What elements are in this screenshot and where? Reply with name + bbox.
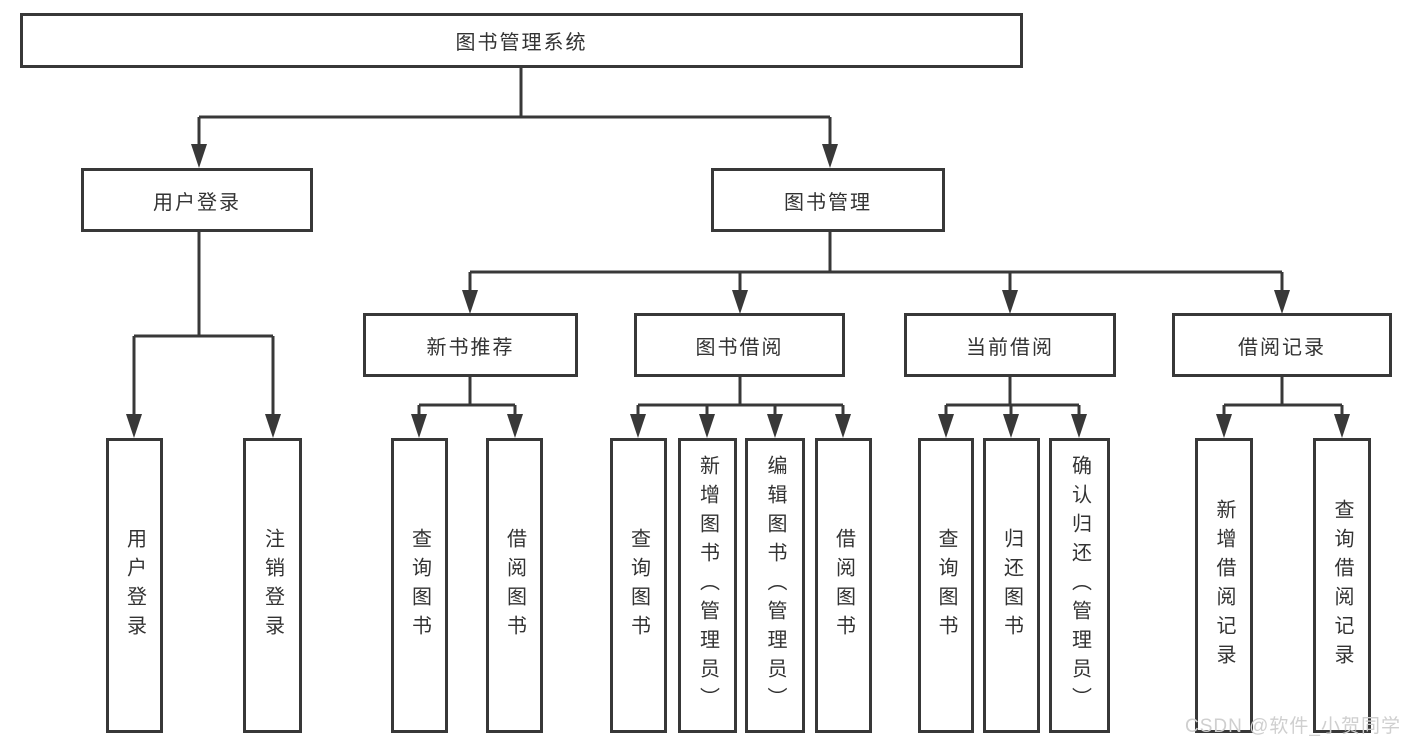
node-current-borrowing: 当前借阅: [904, 313, 1116, 377]
leaf-label: 注销登录: [261, 527, 284, 644]
arrowheads: [126, 144, 1350, 438]
leaf-edit-books-admin: 编辑图书（管理员）: [745, 438, 805, 733]
node-user-login: 用户登录: [81, 168, 313, 232]
leaf-logout: 注销登录: [243, 438, 302, 733]
connector-newrec-to-leaves: [417, 377, 517, 417]
leaf-label: 借阅图书: [832, 527, 855, 644]
node-label: 当前借阅: [966, 336, 1054, 359]
node-label: 图书管理: [784, 191, 872, 214]
leaf-query-books-recommendation: 查询图书: [391, 438, 448, 733]
connector-bookmgmt-to-level3: [468, 232, 1284, 293]
leaf-query-books-borrowing: 查询图书: [610, 438, 667, 733]
connector-record-to-leaves: [1222, 377, 1344, 417]
leaf-return-books: 归还图书: [983, 438, 1040, 733]
node-book-management: 图书管理: [711, 168, 945, 232]
leaf-add-borrowing-record: 新增借阅记录: [1195, 438, 1253, 733]
leaf-borrow-books: 借阅图书: [815, 438, 872, 733]
leaf-label: 查询图书: [935, 527, 957, 644]
leaf-label: 编辑图书（管理员）: [764, 455, 786, 716]
connector-userlogin-to-leaves: [132, 232, 275, 417]
leaf-confirm-return-admin: 确认归还（管理员）: [1049, 438, 1110, 733]
node-new-book-recommendation: 新书推荐: [363, 313, 578, 377]
leaf-user-login: 用户登录: [106, 438, 163, 733]
node-label: 新书推荐: [426, 336, 515, 359]
connector-root-to-level2: [197, 68, 832, 147]
leaf-query-books-current: 查询图书: [918, 438, 974, 733]
node-label: 用户登录: [153, 191, 241, 214]
node-label: 图书管理系统: [455, 32, 588, 54]
node-book-borrowing: 图书借阅: [634, 313, 845, 377]
node-library-management-system: 图书管理系统: [20, 13, 1023, 68]
node-borrowing-records: 借阅记录: [1172, 313, 1392, 377]
node-label: 图书借阅: [695, 336, 784, 359]
leaf-label: 查询借阅记录: [1331, 498, 1353, 673]
leaf-label: 确认归还（管理员）: [1068, 455, 1091, 716]
leaf-label: 借阅图书: [503, 527, 526, 644]
leaf-label: 新增借阅记录: [1213, 498, 1235, 673]
leaf-label: 用户登录: [123, 527, 146, 644]
leaf-query-borrowing-record: 查询借阅记录: [1313, 438, 1371, 733]
connector-bookborrow-to-leaves: [636, 377, 845, 417]
leaf-label: 查询图书: [627, 527, 650, 644]
node-label: 借阅记录: [1238, 336, 1326, 359]
leaf-borrow-books-recommendation: 借阅图书: [486, 438, 543, 733]
leaf-label: 归还图书: [1000, 527, 1023, 644]
leaf-label: 新增图书（管理员）: [696, 455, 719, 716]
leaf-label: 查询图书: [408, 527, 431, 644]
csdn-watermark: CSDN @软件_小贺同学: [1185, 716, 1401, 737]
leaf-add-books-admin: 新增图书（管理员）: [678, 438, 737, 733]
connector-current-to-leaves: [944, 377, 1081, 417]
